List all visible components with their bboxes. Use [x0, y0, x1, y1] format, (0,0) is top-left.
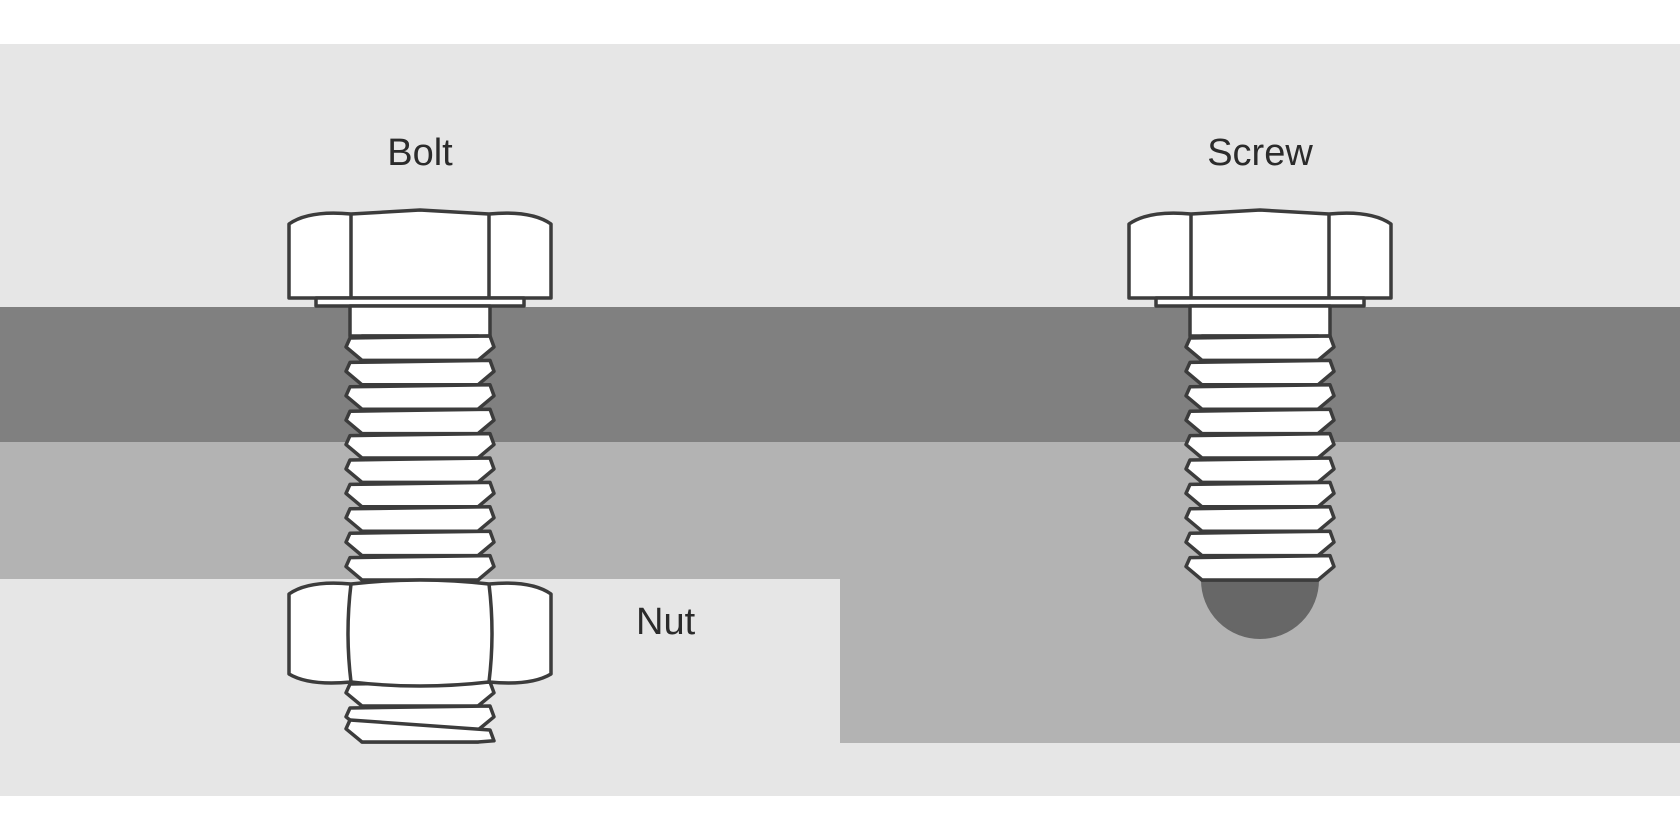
nut-body	[287, 578, 553, 688]
screw-thread-7	[1184, 505, 1336, 533]
bolt	[287, 208, 553, 744]
screw-thread-0	[1184, 334, 1336, 363]
screw-shank-plain	[1188, 304, 1332, 338]
bolt-thread-8	[344, 529, 496, 558]
top-plate	[0, 307, 1680, 442]
nut	[287, 578, 553, 688]
bolt-thread-2	[344, 383, 496, 411]
screw-thread-8	[1184, 529, 1336, 558]
bolt-label: Bolt	[387, 132, 453, 174]
bolt-hex-body	[287, 208, 553, 300]
screw-hole-tip	[1201, 579, 1319, 639]
nut-label: Nut	[636, 601, 696, 643]
bolt-shank-plain	[348, 304, 492, 338]
bolt-thread-0	[344, 334, 496, 363]
screw-hex-body	[1127, 208, 1393, 300]
bolt-thread-6	[344, 480, 496, 509]
bolt-thread-4	[344, 431, 496, 460]
screw-thread-2	[1184, 383, 1336, 411]
screw-thread-3	[1184, 407, 1336, 436]
nut-edge-left	[346, 583, 353, 683]
bolt-thread-9	[344, 553, 496, 582]
screw	[1127, 208, 1393, 639]
screw-label: Screw	[1207, 132, 1313, 174]
screw-thread-9	[1184, 553, 1336, 582]
nut-edge-right	[487, 583, 494, 683]
screw-thread-4	[1184, 431, 1336, 460]
bolt-thread-7	[344, 505, 496, 533]
bolt-thread-1	[344, 358, 496, 387]
screw-thread-1	[1184, 358, 1336, 387]
bolt-thread-5	[344, 456, 496, 485]
bolt-thread-3	[344, 407, 496, 436]
screw-thread-5	[1184, 456, 1336, 485]
screw-thread-6	[1184, 480, 1336, 509]
bolt-tail-thread-2	[344, 718, 496, 744]
